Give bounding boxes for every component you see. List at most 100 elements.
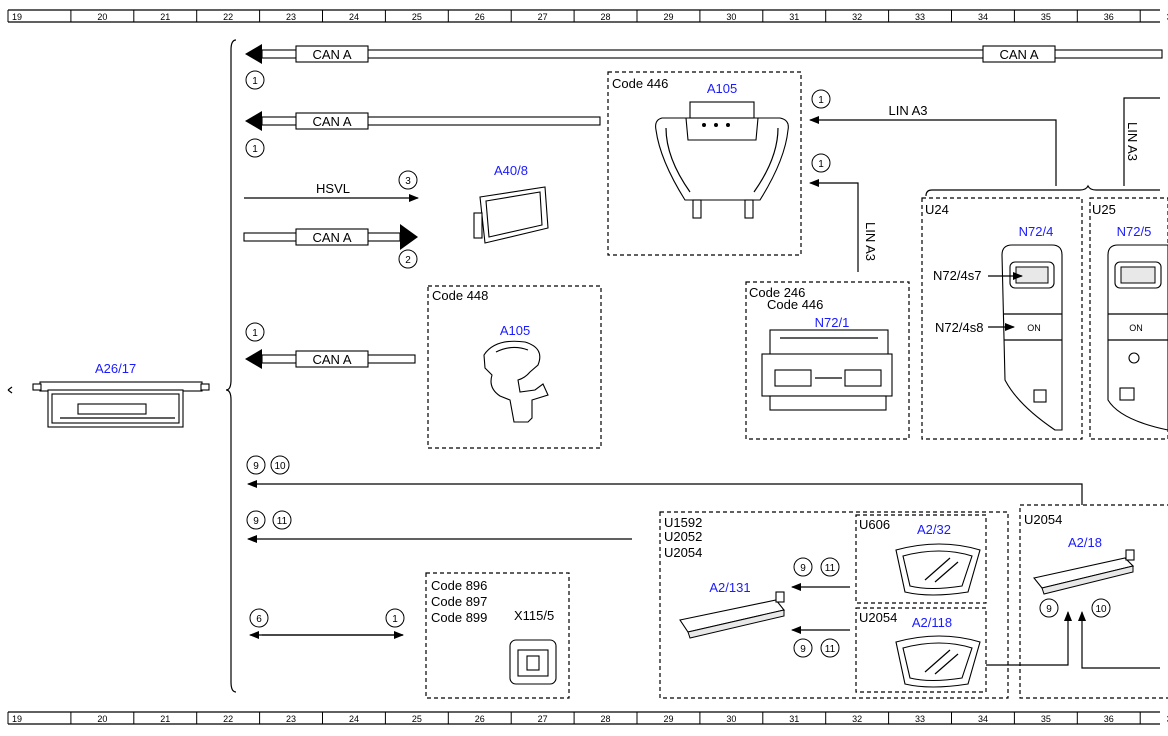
hsvl-label: HSVL: [316, 181, 350, 196]
u24-label: U24: [925, 202, 949, 217]
u2054-small-group[interactable]: U2054 A2/118: [855, 607, 1072, 693]
code-446-label: Code 446: [612, 76, 668, 91]
code-897-label: Code 897: [431, 594, 487, 609]
u2054-label-1: U2054: [664, 545, 702, 560]
ref-11: 11: [825, 644, 836, 655]
ruler-column-number: 32: [852, 714, 862, 724]
on-label-u24: ON: [1027, 323, 1041, 333]
can-a-label-4: CAN A: [312, 352, 351, 367]
lin-a3-label-1: LIN A3: [888, 103, 927, 118]
a2-32-label: A2/32: [917, 522, 951, 537]
ruler-column-number: 29: [663, 12, 673, 22]
can-a-label-top: CAN A: [312, 47, 351, 62]
ruler-column-number: 19: [12, 12, 22, 22]
ruler-column-number: 36: [1104, 12, 1114, 22]
bus-bracket: [225, 39, 237, 693]
u1592-group[interactable]: U1592 U2052 U2054 A2/131 9 11 9 11: [659, 511, 1009, 699]
ruler-column-number: 22: [223, 12, 233, 22]
lin-a3-line-1: LIN A3 1: [809, 89, 1057, 186]
can-a-label-2: CAN A: [312, 114, 351, 129]
n72-4s8-label: N72/4s8: [935, 320, 983, 335]
ref-10: 10: [1095, 604, 1107, 615]
a26-17-label: A26/17: [95, 361, 136, 376]
ref-9: 9: [253, 461, 259, 472]
n72-1-label: N72/1: [815, 315, 850, 330]
a40-8-display[interactable]: A40/8: [473, 163, 549, 244]
on-label-u25: ON: [1129, 323, 1143, 333]
a26-17-control-unit[interactable]: A26/17: [32, 361, 210, 428]
ref-1: 1: [818, 95, 824, 106]
signal-line-6-1: 6 1: [249, 608, 405, 639]
ruler-column-number: 27: [538, 714, 548, 724]
ruler-column-number: 25: [412, 12, 422, 22]
ruler-column-number: 28: [601, 714, 611, 724]
ref-1: 1: [252, 144, 258, 155]
ruler-column-number: 31: [789, 12, 799, 22]
signal-line-9-10: 9 10: [246, 455, 1083, 505]
x115-5-label: X115/5: [514, 608, 554, 623]
code-246-group[interactable]: Code 246 Code 446 N72/1: [745, 281, 910, 440]
ruler-column-number: 23: [286, 714, 296, 724]
code-448-label: Code 448: [432, 288, 488, 303]
ref-1: 1: [818, 159, 824, 170]
ref-1: 1: [252, 76, 258, 87]
a2-131-label: A2/131: [709, 580, 750, 595]
a105-label: A105: [707, 81, 737, 96]
u24-u25-bracket: [925, 184, 1160, 197]
ruler-column-number: 20: [97, 714, 107, 724]
u606-group[interactable]: U606 A2/32: [855, 514, 987, 604]
ruler-column-number: 21: [160, 714, 170, 724]
lin-a3-line-2: LIN A3 1: [809, 153, 878, 272]
ruler-column-number: 31: [789, 714, 799, 724]
ref-6: 6: [256, 614, 262, 625]
ref-9: 9: [1046, 604, 1052, 615]
code-446-label-2: Code 446: [767, 297, 823, 312]
ref-11: 11: [825, 563, 836, 574]
can-a-line-2: CAN A 1: [245, 111, 601, 158]
u2054-label-2: U2054: [859, 610, 897, 625]
ruler-column-number: 19: [12, 714, 22, 724]
u25-group[interactable]: U25 N72/5 ON: [1089, 197, 1168, 440]
ref-11: 11: [277, 516, 288, 527]
ref-10: 10: [274, 461, 286, 472]
u25-label: U25: [1092, 202, 1116, 217]
ref-9: 9: [800, 644, 806, 655]
u1592-label: U1592: [664, 515, 702, 530]
ruler-column-number: 20: [97, 12, 107, 22]
ruler-column-number: 34: [978, 12, 988, 22]
u2054-right-group[interactable]: U2054 A2/18 9 10: [1019, 504, 1168, 699]
code-896-group[interactable]: Code 896 Code 897 Code 899 X115/5: [425, 572, 570, 699]
a40-8-label: A40/8: [494, 163, 528, 178]
ruler-column-number: 33: [915, 714, 925, 724]
u2052-label: U2052: [664, 529, 702, 544]
ruler-labels-top: 19202122232425262728293031323334353637: [7, 10, 1168, 22]
ref-1: 1: [252, 328, 258, 339]
ruler-column-number: 21: [160, 12, 170, 22]
u606-label: U606: [859, 517, 890, 532]
can-a-label-3: CAN A: [312, 230, 351, 245]
ruler-column-number: 25: [412, 714, 422, 724]
n72-4-label: N72/4: [1019, 224, 1054, 239]
code-899-label: Code 899: [431, 610, 487, 625]
page-continuation-marker: [7, 386, 13, 394]
u2054-label-3: U2054: [1024, 512, 1062, 527]
ruler-column-number: 26: [475, 12, 485, 22]
code-246-label: Code 246: [749, 285, 805, 300]
ruler-labels-bottom: 19202122232425262728293031323334353637: [7, 712, 1168, 724]
ref-9: 9: [253, 516, 259, 527]
n72-5-label: N72/5: [1117, 224, 1152, 239]
code-896-label: Code 896: [431, 578, 487, 593]
can-a-line-top: CAN A CAN A 1: [245, 44, 1163, 90]
ruler-column-number: 30: [726, 714, 736, 724]
u24-group[interactable]: U24 N72/4 N72/4s7 N72/4s8 ON: [921, 197, 1083, 440]
signal-line-9-11: 9 11: [246, 510, 632, 543]
ruler-column-number: 37: [1167, 12, 1168, 22]
a2-18-label: A2/18: [1068, 535, 1102, 550]
code-448-group[interactable]: Code 448 A105: [427, 285, 602, 449]
code-446-group[interactable]: Code 446 A105: [607, 71, 802, 256]
ruler-column-number: 26: [475, 714, 485, 724]
can-a-label-top-right: CAN A: [999, 47, 1038, 62]
column-ruler-bottom: [8, 711, 1160, 725]
ruler-column-number: 37: [1167, 714, 1168, 724]
